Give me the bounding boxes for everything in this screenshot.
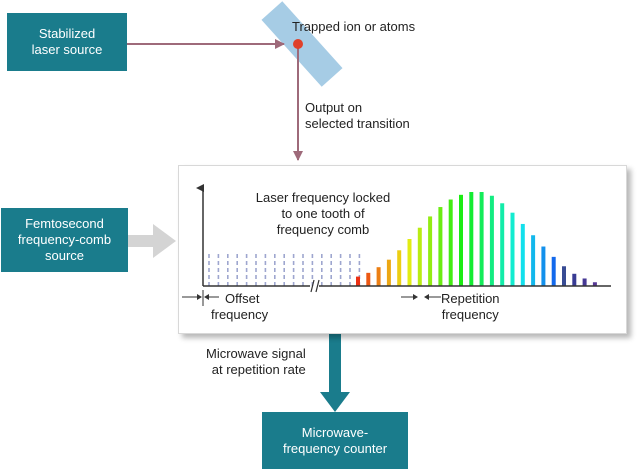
offset-marker-arrow-left xyxy=(197,294,202,300)
comb-tooth xyxy=(592,282,597,286)
offset-line-2: frequency xyxy=(211,307,269,322)
offset-line-1: Offset xyxy=(225,291,260,306)
axis-break-mark-2 xyxy=(315,279,320,293)
locked-line-2: to one tooth of xyxy=(281,206,365,221)
microwave-counter-box: Microwave- frequency counter xyxy=(262,412,408,469)
comb-tooth xyxy=(438,207,443,286)
repetition-marker-arrow-right xyxy=(424,294,429,300)
laser-source-box: Stabilized laser source xyxy=(7,13,127,71)
comb-tooth xyxy=(417,227,422,286)
output-line-1: Output on xyxy=(305,100,363,115)
offset-marker-arrow-right xyxy=(204,294,209,300)
comb-source-line-1: Femtosecond xyxy=(25,216,104,231)
comb-tooth xyxy=(520,223,525,286)
output-label: Output on selected transition xyxy=(305,100,410,132)
comb-tooth xyxy=(459,194,463,286)
comb-tooth xyxy=(500,203,505,286)
locked-label: Laser frequency locked to one tooth of f… xyxy=(231,190,415,238)
comb-tooth xyxy=(428,216,433,286)
repetition-line-2: frequency xyxy=(441,307,499,322)
comb-tooth xyxy=(448,199,453,286)
comb-tooth xyxy=(407,239,412,286)
comb-source-line-2: frequency-comb xyxy=(17,232,112,247)
comb-tooth xyxy=(541,246,546,286)
comb-tooth xyxy=(366,272,371,286)
comb-tooth xyxy=(531,235,536,286)
comb-tooth xyxy=(356,276,360,286)
comb-tooth xyxy=(582,278,587,286)
comb-tooth xyxy=(562,266,566,286)
output-line-2: selected transition xyxy=(305,116,410,131)
comb-tooth xyxy=(572,273,577,286)
comb-tooth xyxy=(469,192,474,286)
offset-label: Offset frequency xyxy=(211,291,268,323)
laser-source-line-2: laser source xyxy=(31,42,103,57)
locked-line-3: frequency comb xyxy=(276,222,370,237)
laser-source-line-1: Stabilized xyxy=(38,26,96,41)
repetition-label: Repetition frequency xyxy=(441,291,500,323)
frequency-comb-panel: Laser frequency locked to one tooth of f… xyxy=(178,165,627,334)
comb-tooth xyxy=(386,259,391,286)
axis-break-mark-1 xyxy=(310,279,315,293)
trapped-ion-dot xyxy=(293,39,303,49)
microwave-arrow-head xyxy=(320,392,350,412)
trapped-ion-label: Trapped ion or atoms xyxy=(292,19,415,35)
comb-source-box: Femtosecond frequency-comb source xyxy=(1,208,128,272)
comb-tooth xyxy=(397,250,402,286)
counter-line-1: Microwave- xyxy=(301,424,369,440)
microwave-line-1: Microwave signal xyxy=(206,346,306,361)
comb-tooth xyxy=(376,267,381,286)
microwave-arrow-shaft xyxy=(329,334,341,396)
comb-tooth xyxy=(510,212,515,286)
comb-teeth xyxy=(208,192,597,286)
comb-tooth xyxy=(479,192,484,286)
comb-tooth xyxy=(489,195,494,286)
microwave-line-2: at repetition rate xyxy=(211,362,306,377)
comb-source-line-3: source xyxy=(44,248,85,263)
locked-line-1: Laser frequency locked xyxy=(255,190,391,205)
microwave-signal-label: Microwave signal at repetition rate xyxy=(206,346,306,378)
repetition-line-1: Repetition xyxy=(441,291,500,306)
trapped-ion-text: Trapped ion or atoms xyxy=(292,19,416,34)
counter-line-2: frequency counter xyxy=(282,440,388,456)
comb-input-arrow xyxy=(128,224,176,258)
frequency-comb-chart xyxy=(182,184,611,306)
repetition-marker-arrow-left xyxy=(413,294,418,300)
comb-tooth xyxy=(551,256,556,286)
